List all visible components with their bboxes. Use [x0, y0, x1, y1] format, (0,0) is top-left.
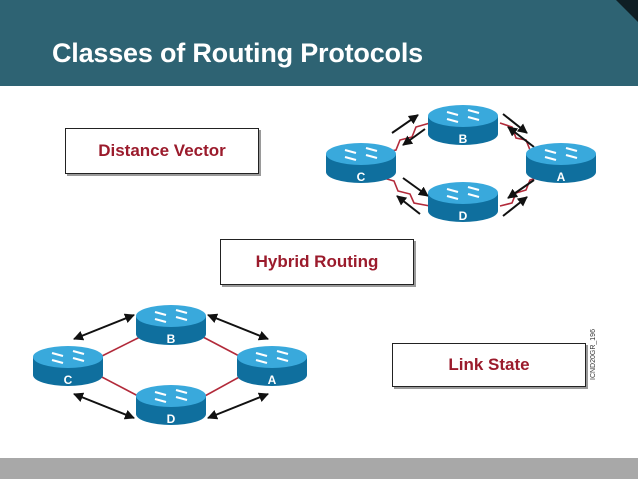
router-b-top-label: B — [459, 132, 468, 146]
figure-code: ICND20GR_196 — [590, 329, 597, 380]
router-c-top: C — [324, 141, 398, 185]
router-d-bottom: D — [134, 383, 208, 427]
router-d-bottom-label: D — [167, 412, 176, 426]
router-d-top-label: D — [459, 209, 468, 223]
router-a-bottom: A — [235, 344, 309, 388]
router-c-bottom-label: C — [64, 373, 73, 387]
router-c-top-label: C — [357, 170, 366, 184]
router-b-bottom: B — [134, 303, 208, 347]
router-d-top: D — [426, 180, 500, 224]
router-a-bottom-label: A — [268, 373, 277, 387]
link-state-label: Link State — [392, 343, 586, 387]
ls-arrows — [73, 313, 269, 420]
slide-header: Classes of Routing Protocols — [0, 0, 638, 86]
router-a-top: A — [524, 141, 598, 185]
slide-footer-bar — [0, 458, 638, 479]
router-b-top: B — [426, 103, 500, 147]
header-corner-decoration — [616, 0, 638, 22]
router-b-bottom-label: B — [167, 332, 176, 346]
slide-title: Classes of Routing Protocols — [52, 38, 423, 68]
router-c-bottom: C — [31, 344, 105, 388]
distance-vector-label: Distance Vector — [65, 128, 259, 174]
hybrid-routing-label: Hybrid Routing — [220, 239, 414, 285]
router-a-top-label: A — [557, 170, 566, 184]
dv-arrows — [391, 113, 535, 217]
